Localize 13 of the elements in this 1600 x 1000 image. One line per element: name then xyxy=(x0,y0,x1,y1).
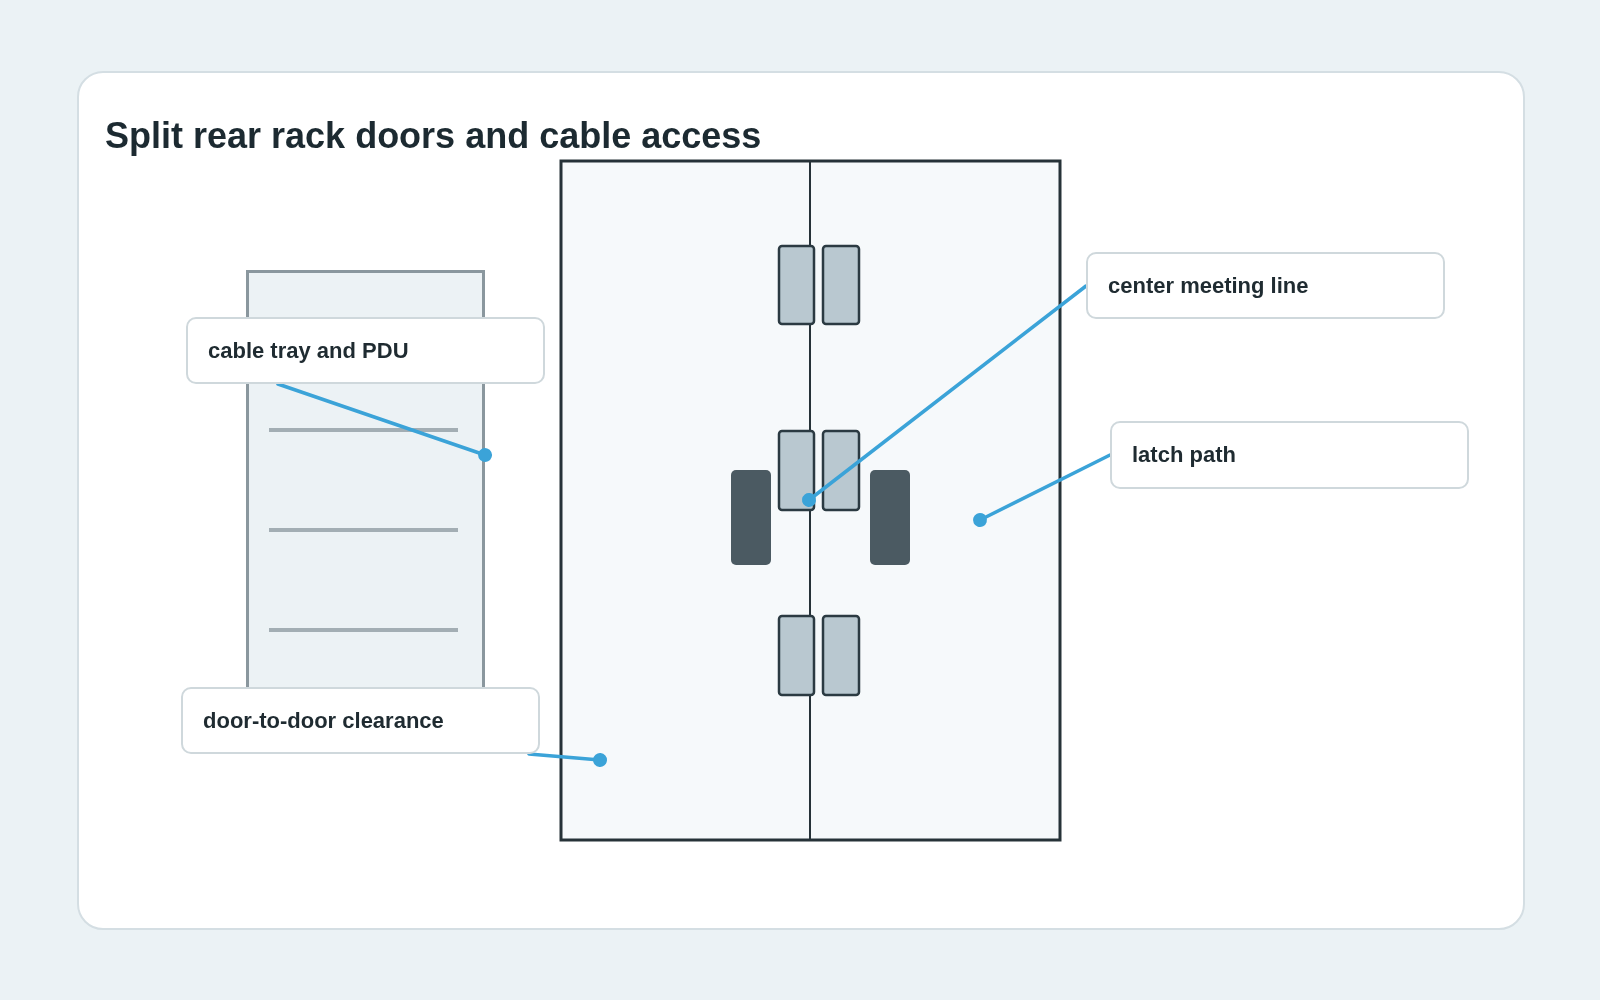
callout-text: cable tray and PDU xyxy=(208,337,410,364)
diagram-title: Split rear rack doors and cable access xyxy=(105,116,762,156)
leader-line xyxy=(276,382,492,462)
callout-text: door-to-door clearance xyxy=(203,707,445,734)
leader-line xyxy=(973,453,1112,527)
callout-text: latch path xyxy=(1132,442,1237,468)
leader-line xyxy=(802,284,1088,507)
callout-text: center meeting line xyxy=(1108,272,1310,299)
callout-box xyxy=(1110,421,1469,489)
callout-box xyxy=(1086,252,1445,319)
leader-line xyxy=(527,752,607,767)
callout-box xyxy=(186,317,545,384)
callout-box xyxy=(181,687,540,754)
